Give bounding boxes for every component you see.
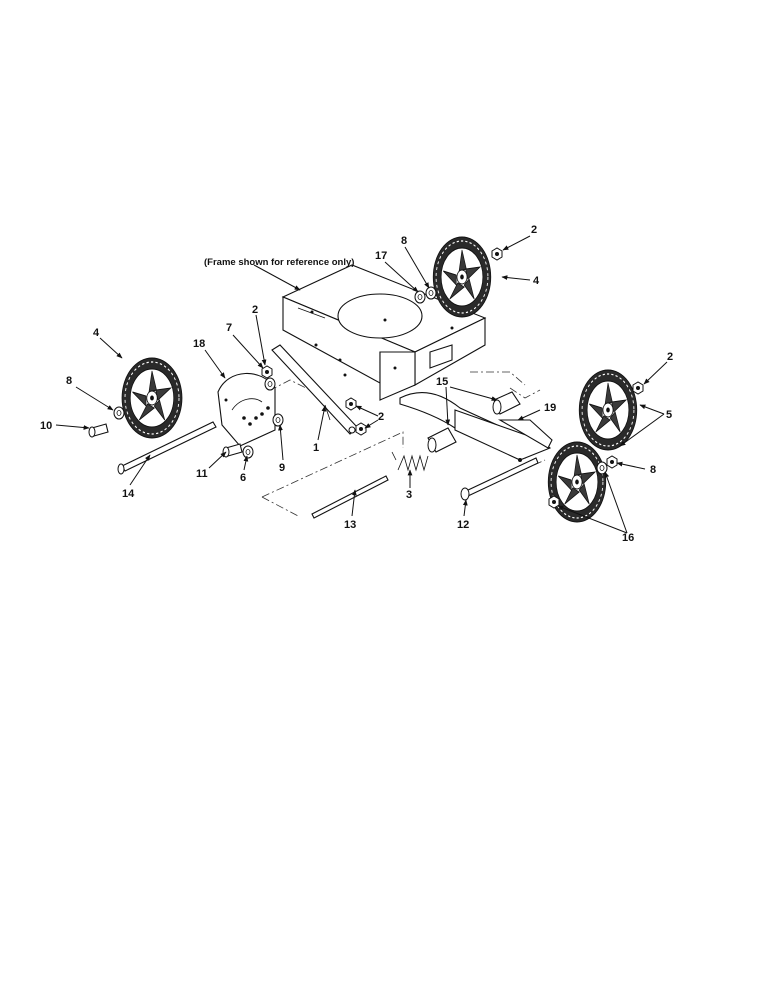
callout-4-left: 4	[93, 327, 100, 339]
spring	[391, 451, 429, 472]
callout-labels: 1 2 2 2 2 3 4 4 5 6 7 8 8 8 9 10 11 12 1…	[40, 224, 673, 544]
callout-12: 12	[457, 519, 469, 531]
leader-lines	[55, 235, 668, 534]
callout-2-right: 2	[667, 351, 673, 363]
right-upper-wheel	[578, 369, 638, 451]
callout-17: 17	[375, 250, 387, 262]
top-wheel	[432, 236, 492, 318]
callout-14: 14	[122, 488, 135, 500]
callout-2-top: 2	[531, 224, 537, 236]
callout-11: 11	[196, 468, 208, 480]
callout-4-top: 4	[533, 275, 540, 287]
front-pivot-bar	[399, 392, 553, 462]
callout-8-left: 8	[66, 375, 72, 387]
frame-reference-note: (Frame shown for reference only)	[204, 257, 354, 268]
right-lower-wheel	[547, 441, 607, 523]
callout-13: 13	[344, 519, 356, 531]
callout-18: 18	[193, 338, 205, 350]
callout-1: 1	[313, 442, 319, 454]
callout-9: 9	[279, 462, 285, 474]
front-axle-bolt	[460, 457, 539, 501]
callout-2-center: 2	[378, 411, 384, 423]
axle-rod	[311, 475, 389, 519]
callout-3: 3	[406, 489, 412, 501]
callout-10: 10	[40, 420, 52, 432]
callout-16: 16	[622, 532, 634, 544]
callout-8-right: 8	[650, 464, 656, 476]
callout-2-left: 2	[252, 304, 258, 316]
height-adjust-plate	[217, 372, 276, 447]
callout-8-top: 8	[401, 235, 407, 247]
left-wheel	[121, 357, 183, 439]
frame	[281, 264, 487, 401]
callout-6: 6	[240, 472, 246, 484]
spacer-tubes	[427, 391, 521, 453]
callout-19: 19	[544, 402, 556, 414]
callout-5: 5	[666, 409, 672, 421]
callout-7: 7	[226, 322, 232, 334]
callout-15: 15	[436, 376, 448, 388]
